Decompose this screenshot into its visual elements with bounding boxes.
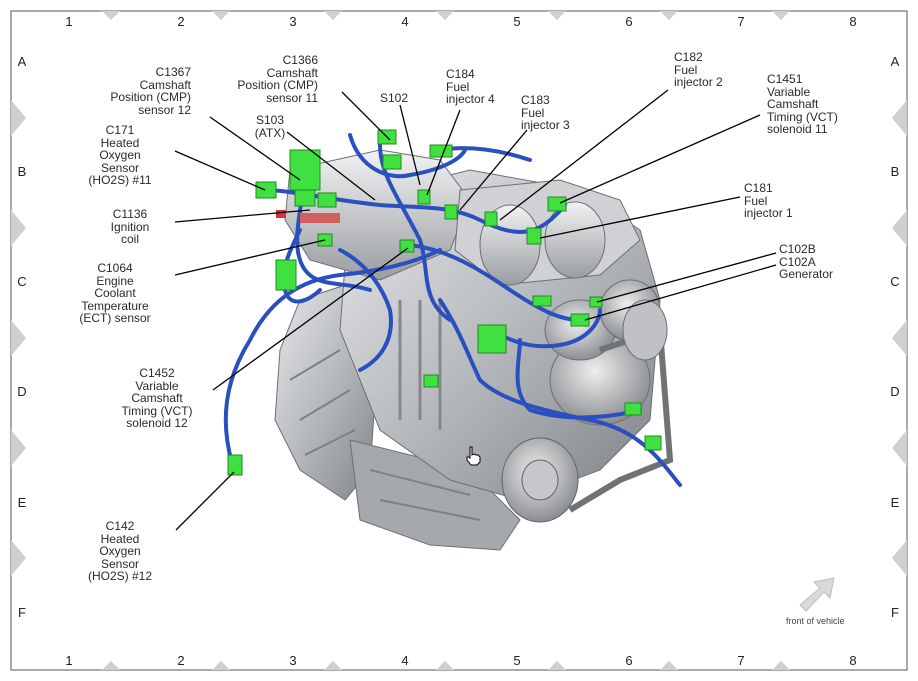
label-s103: S103(ATX) [254,113,286,140]
border-markers [11,11,907,670]
grid-col-3: 3 [289,653,297,668]
grid-col-5: 5 [513,653,521,668]
grid-row-d: D [890,384,900,399]
grid-row-a: A [890,54,900,69]
grid-col-6: 6 [625,14,633,29]
grid-row-c: C [890,274,900,289]
grid-col-1: 1 [65,653,73,668]
grid-col-4: 4 [401,14,409,29]
grid-row-e: E [17,495,27,510]
grid-row-a: A [17,54,27,69]
grid-col-5: 5 [513,14,521,29]
front-of-vehicle-label: front of vehicle [786,616,845,626]
grid-row-c: C [17,274,27,289]
grid-row-e: E [890,495,900,510]
grid-row-f: F [891,605,899,620]
grid-row-b: B [17,164,27,179]
hand-cursor-icon [466,446,481,466]
grid-col-6: 6 [625,653,633,668]
ignition-coil-red [276,210,340,223]
grid-row-d: D [17,384,27,399]
grid-col-2: 2 [177,14,185,29]
grid-col-8: 8 [849,653,857,668]
grid-col-7: 7 [737,14,745,29]
label-s102: S102 [380,91,409,105]
grid-col-4: 4 [401,653,409,668]
grid-col-3: 3 [289,14,297,29]
grid-col-1: 1 [65,14,73,29]
engine-illustration [274,149,674,551]
grid-col-7: 7 [737,653,745,668]
grid-row-b: B [890,164,900,179]
grid-row-f: F [18,605,26,620]
connectors [227,129,662,476]
grid-col-8: 8 [849,14,857,29]
grid-col-2: 2 [177,653,185,668]
front-of-vehicle-arrow-icon [799,577,835,612]
leader-lines [174,89,777,531]
